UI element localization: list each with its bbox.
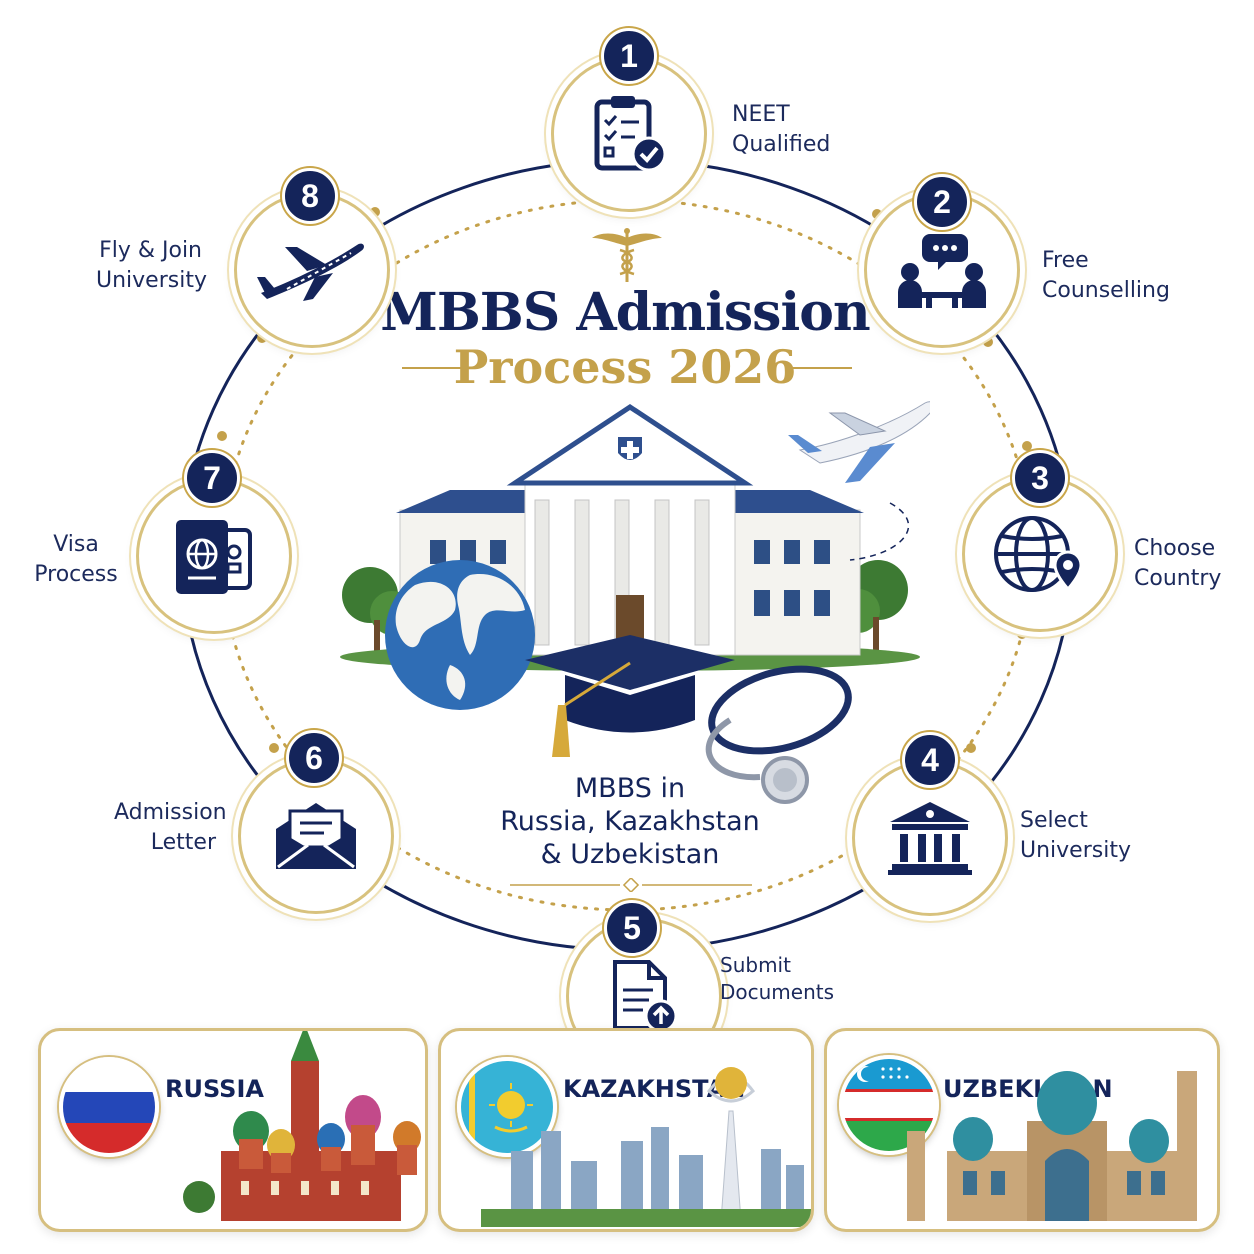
step-4-circle[interactable] bbox=[852, 760, 1008, 916]
subtitle-ornament bbox=[510, 878, 752, 892]
step-2-number: 2 bbox=[914, 174, 970, 230]
caduceus-icon bbox=[592, 228, 662, 282]
central-subtitle: MBBS in Russia, Kazakhstan & Uzbekistan bbox=[480, 772, 780, 871]
globe-pin-icon bbox=[994, 516, 1083, 592]
passport-icon bbox=[176, 520, 252, 594]
subtitle-line-2: Russia, Kazakhstan bbox=[500, 806, 760, 837]
step-8-number: 8 bbox=[282, 168, 338, 224]
airplane-icon bbox=[257, 243, 364, 301]
step-1-number: 1 bbox=[601, 28, 657, 84]
step-5-number: 5 bbox=[604, 900, 660, 956]
step-3-number: 3 bbox=[1012, 450, 1068, 506]
university-icon bbox=[888, 802, 972, 875]
kremlin-cathedral-illustration bbox=[183, 1031, 421, 1221]
astana-skyline-illustration bbox=[481, 1067, 811, 1227]
clipboard-check-icon bbox=[594, 96, 667, 172]
step-4-number: 4 bbox=[902, 732, 958, 788]
registan-illustration bbox=[907, 1071, 1197, 1221]
subtitle-line-1: MBBS in bbox=[574, 773, 686, 804]
page-title: MBBS Admission bbox=[380, 282, 870, 343]
step-8-circle[interactable] bbox=[234, 192, 390, 348]
country-card-kazakhstan[interactable]: KAZAKHSTAN bbox=[438, 1028, 814, 1232]
country-card-russia[interactable]: RUSSIA bbox=[38, 1028, 428, 1232]
country-name: KAZAKHSTAN bbox=[563, 1075, 746, 1103]
envelope-icon bbox=[276, 803, 356, 869]
title-ornament bbox=[402, 367, 852, 369]
subtitle-line-3: & Uzbekistan bbox=[540, 839, 720, 870]
kazakhstan-flag bbox=[457, 1057, 557, 1157]
counselling-icon bbox=[898, 234, 986, 308]
document-upload-icon bbox=[613, 960, 678, 1033]
step-7-number: 7 bbox=[184, 450, 240, 506]
step-6-number: 6 bbox=[286, 730, 342, 786]
country-card-uzbekistan[interactable]: UZBEKISTAN bbox=[824, 1028, 1220, 1232]
step-3-circle[interactable] bbox=[962, 476, 1118, 632]
russia-flag bbox=[59, 1057, 159, 1157]
university-illustration bbox=[340, 401, 930, 804]
country-name: RUSSIA bbox=[165, 1075, 264, 1103]
page-subtitle-year: Process 2026 bbox=[453, 340, 797, 394]
